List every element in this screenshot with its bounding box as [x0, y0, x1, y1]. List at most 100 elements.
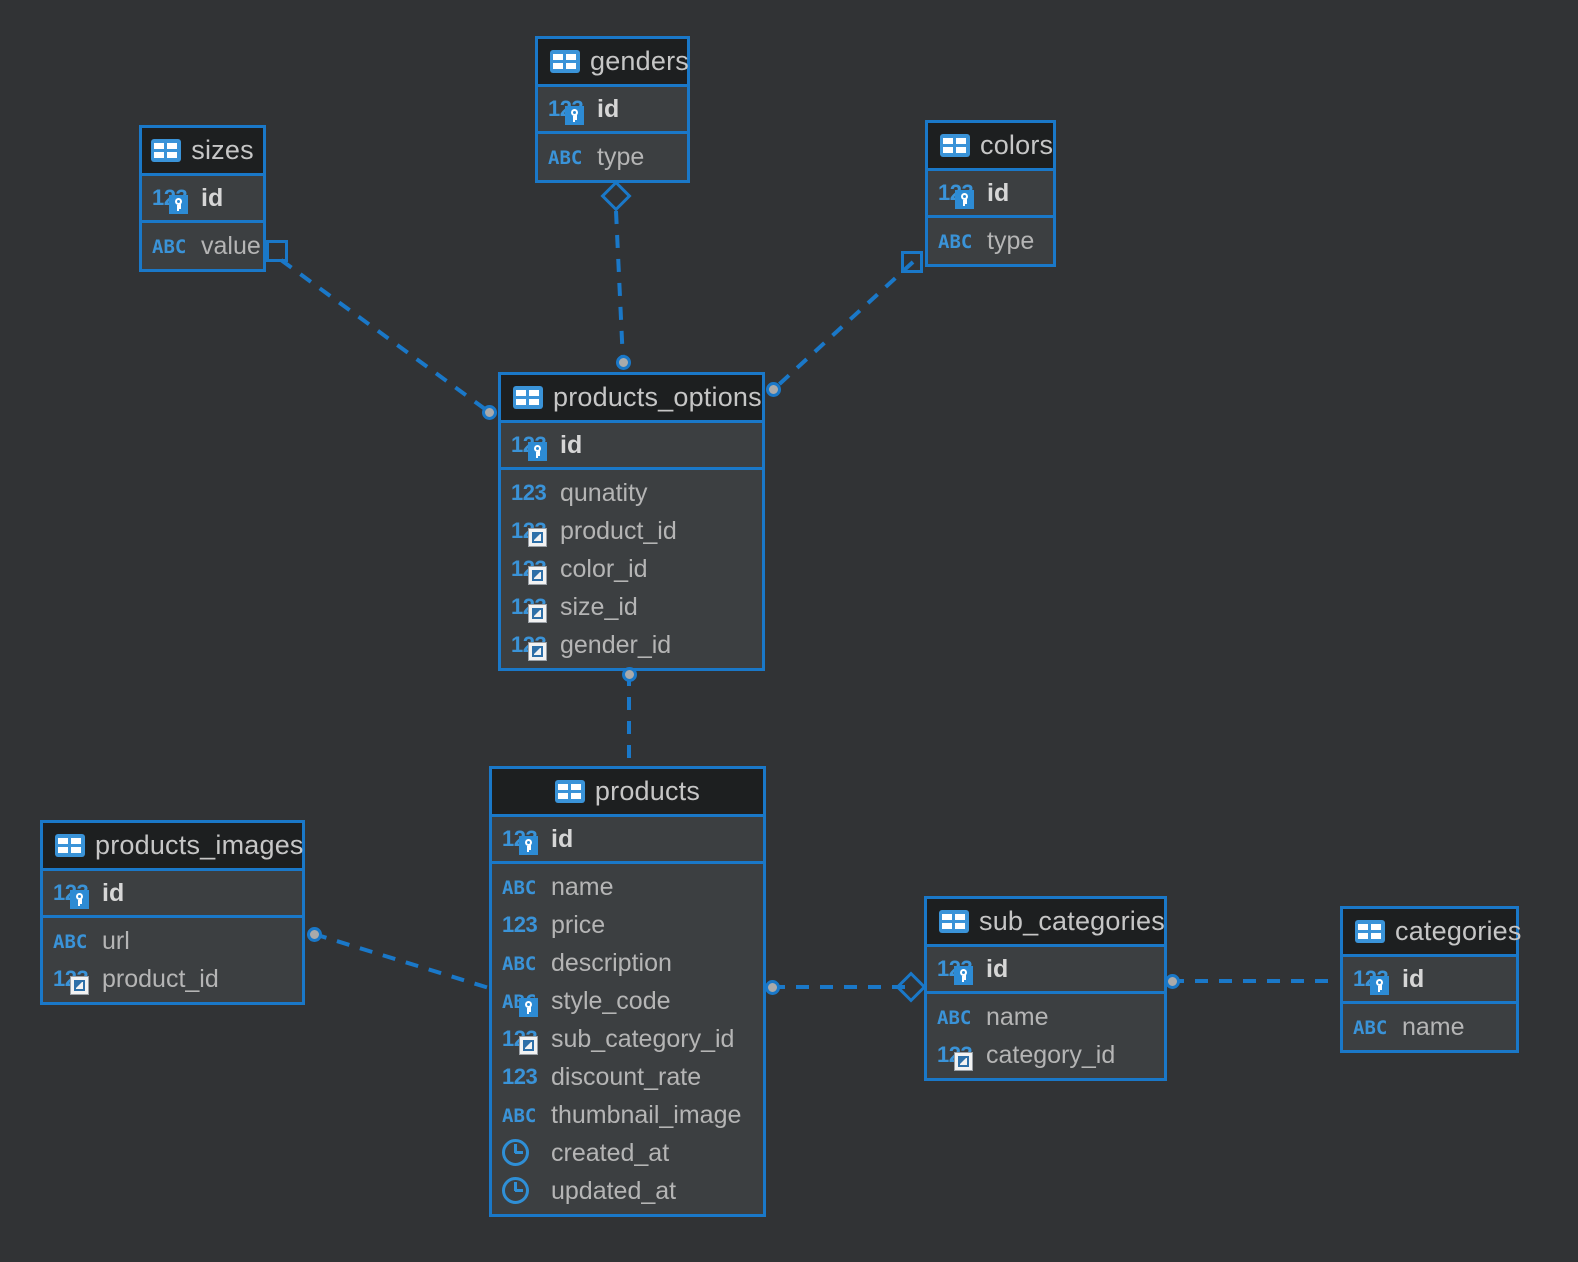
column-color_id[interactable]: 123color_id	[501, 550, 762, 588]
table-sub_categories[interactable]: sub_categories 123idABCname123category_id	[924, 896, 1167, 1081]
table-name: products_options	[553, 382, 762, 412]
primary-key-section-categories: 123 id	[1343, 954, 1516, 1004]
table-header-colors[interactable]: colors	[928, 123, 1053, 168]
column-id[interactable]: 123id	[142, 179, 263, 217]
column-id[interactable]: 123id	[927, 950, 1164, 988]
foreign-key-icon	[528, 566, 547, 585]
number-type-icon: 123	[1353, 965, 1393, 995]
table-icon	[1355, 920, 1385, 943]
relationship-sizes-to-products_options[interactable]	[279, 258, 491, 414]
column-category_id[interactable]: 123category_id	[927, 1036, 1164, 1074]
number-type-icon: 123	[511, 593, 551, 623]
column-name: id	[1402, 964, 1425, 993]
primary-key-section-sub_categories: 123id	[927, 944, 1164, 994]
column-id[interactable]: 123id	[501, 426, 762, 464]
column-name: type	[597, 142, 645, 171]
endpoint-square-sizes	[266, 240, 288, 262]
text-type-icon: ABC	[152, 236, 187, 258]
number-type-icon: 123	[502, 912, 538, 937]
column-name: qunatity	[560, 478, 648, 507]
number-type-icon: 123	[938, 179, 978, 209]
column-created_at[interactable]: created_at	[492, 1134, 763, 1172]
column-name: id	[987, 178, 1010, 207]
column-name: type	[987, 226, 1035, 255]
column-sub_category_id[interactable]: 123sub_category_id	[492, 1020, 763, 1058]
table-name: colors	[980, 130, 1054, 160]
table-header-products[interactable]: products	[492, 769, 763, 814]
endpoint-circle-products	[764, 979, 780, 995]
column-name: id	[551, 824, 574, 853]
primary-key-icon	[565, 106, 584, 125]
table-header-genders[interactable]: genders	[538, 39, 689, 84]
column-name: name	[1402, 1012, 1465, 1041]
column-name: created_at	[551, 1138, 670, 1167]
column-name[interactable]: ABC name	[1343, 1008, 1516, 1046]
primary-key-icon	[519, 998, 538, 1017]
column-name: value	[201, 231, 261, 260]
number-type-icon: 123	[511, 431, 551, 461]
column-product_id[interactable]: 123product_id	[501, 512, 762, 550]
table-header-sub_categories[interactable]: sub_categories	[927, 899, 1165, 944]
column-value[interactable]: ABC value	[142, 227, 263, 265]
column-name: id	[597, 94, 620, 123]
column-id[interactable]: 123 id	[928, 174, 1053, 212]
column-id[interactable]: 123 id	[1343, 960, 1516, 998]
primary-key-section-sizes: 123id	[142, 173, 263, 223]
number-type-icon: 123	[53, 965, 93, 995]
table-name: sub_categories	[979, 906, 1165, 936]
table-icon	[550, 50, 580, 73]
column-id[interactable]: 123id	[538, 90, 687, 128]
primary-key-icon	[528, 442, 547, 461]
text-type-icon: ABC	[502, 877, 537, 899]
column-size_id[interactable]: 123size_id	[501, 588, 762, 626]
column-gender_id[interactable]: 123gender_id	[501, 626, 762, 664]
column-id[interactable]: 123id	[43, 874, 302, 912]
column-product_id[interactable]: 123product_id	[43, 960, 302, 998]
table-header-sizes[interactable]: sizes	[142, 128, 263, 173]
foreign-key-icon	[70, 976, 89, 995]
text-type-icon: ABC	[1353, 1017, 1388, 1039]
table-name: sizes	[191, 135, 254, 165]
table-header-products_options[interactable]: products_options	[501, 375, 762, 420]
table-genders[interactable]: genders 123idABCtype	[535, 36, 690, 183]
column-name: sub_category_id	[551, 1024, 735, 1053]
table-products[interactable]: products123idABCname123priceABCdescripti…	[489, 766, 766, 1217]
number-type-icon: 123	[511, 555, 551, 585]
relationship-genders-to-products_options[interactable]	[614, 210, 625, 363]
table-header-categories[interactable]: categories	[1343, 909, 1521, 954]
column-style_code[interactable]: ABCstyle_code	[492, 982, 763, 1020]
text-type-icon: ABC	[937, 1007, 972, 1029]
endpoint-circle-products_options	[481, 404, 497, 420]
column-id[interactable]: 123id	[492, 820, 763, 858]
column-updated_at[interactable]: updated_at	[492, 1172, 763, 1210]
column-name: updated_at	[551, 1176, 677, 1205]
relationship-products_images-to-products[interactable]	[313, 932, 490, 990]
table-products_options[interactable]: products_options123id123qunatity123produ…	[498, 372, 765, 671]
table-header-products_images[interactable]: products_images	[43, 823, 303, 868]
endpoint-square-colors	[901, 251, 923, 273]
number-type-icon: 123	[152, 184, 192, 214]
column-name: product_id	[560, 516, 677, 545]
primary-key-section-products_images: 123id	[43, 868, 302, 918]
column-name: url	[102, 926, 130, 955]
table-products_images[interactable]: products_images 123idABCurl123product_id	[40, 820, 305, 1005]
relationship-colors-to-products_options[interactable]	[772, 260, 915, 391]
column-name: gender_id	[560, 630, 672, 659]
foreign-key-icon	[528, 642, 547, 661]
endpoint-diamond-genders	[600, 180, 632, 212]
table-sizes[interactable]: sizes 123idABC value	[139, 125, 266, 272]
